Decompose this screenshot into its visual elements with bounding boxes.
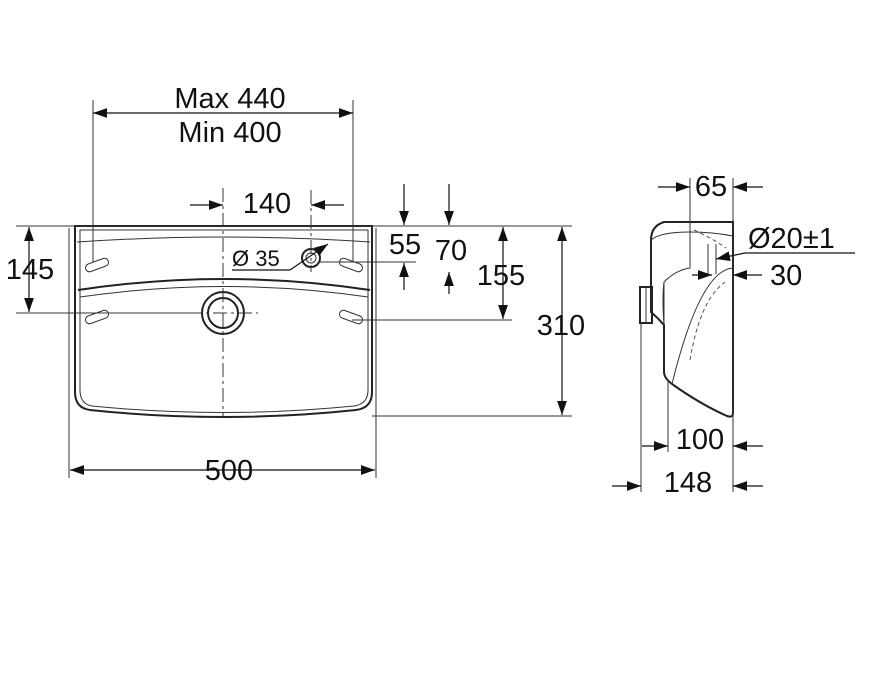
bracket-height-label: 155 — [477, 260, 525, 292]
side-bowl-curve — [671, 267, 734, 385]
mounting-slot-top-right — [338, 257, 364, 273]
front-view: Max 440 Min 400 140 Ø 35 55 70 155 310 1… — [6, 83, 585, 487]
side-top-hidden — [693, 229, 727, 249]
side-body-outline — [650, 221, 734, 418]
inlet-diameter-leader — [289, 243, 329, 271]
bracket-spacing-min-label: Min 400 — [178, 117, 281, 149]
outlet-height-label: 145 — [6, 254, 54, 286]
inlet-offset-label: 140 — [243, 188, 291, 220]
total-width-label: 500 — [205, 455, 253, 487]
hole-diameter-arrow — [715, 251, 746, 261]
bottom-depth-label: 100 — [676, 424, 724, 456]
mounting-slot-bottom-right — [338, 309, 364, 325]
side-inner-wall — [663, 222, 691, 325]
total-depth-label: 148 — [664, 467, 712, 499]
mounting-slot-bottom-left — [84, 309, 110, 325]
lid-band — [76, 236, 371, 243]
inlet-height-label-55: 55 — [389, 229, 421, 261]
side-bowl-inner — [689, 281, 726, 361]
cistern-inner-outline — [79, 229, 369, 413]
side-front-curve — [662, 281, 665, 326]
total-height-label: 310 — [537, 310, 585, 342]
side-view: 65 Ø20±1 30 100 148 — [612, 171, 855, 499]
lid-lower-edge — [77, 278, 371, 291]
side-lid-lip — [650, 231, 734, 241]
inlet-diameter-label: Ø 35 — [232, 246, 280, 271]
mounting-slot-top-left — [84, 257, 110, 273]
bracket-spacing-max-label: Max 440 — [174, 83, 285, 115]
hole-offset-label: 30 — [770, 260, 802, 292]
inlet-height-label-70: 70 — [435, 235, 467, 267]
hole-diameter-label: Ø20±1 — [748, 223, 835, 255]
lid-lower-edge-inner — [79, 286, 369, 298]
cistern-body-outline — [74, 225, 373, 418]
top-depth-label: 65 — [695, 171, 727, 203]
